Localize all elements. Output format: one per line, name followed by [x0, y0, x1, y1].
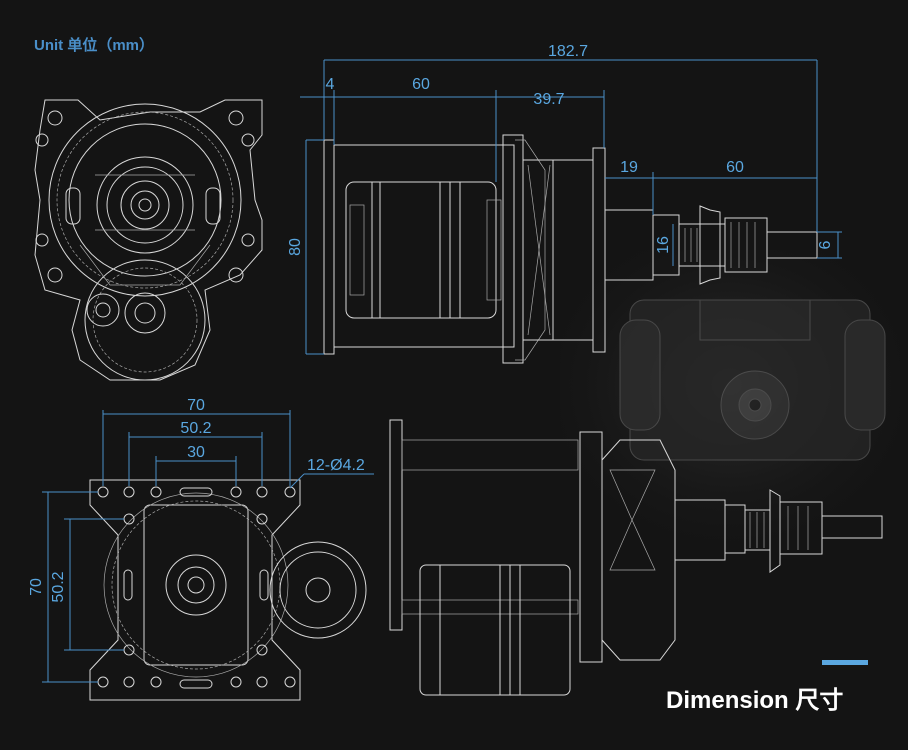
footer-accent-bar [822, 660, 868, 665]
dim-height-outer: 70 [28, 578, 45, 596]
dim-width-inner: 30 [187, 444, 205, 461]
dim-output-length: 60 [726, 159, 744, 176]
dim-holes: 12-Ø4.2 [307, 457, 365, 474]
side-view-dimensions [300, 59, 842, 355]
dim-overall-length: 182.7 [548, 43, 588, 60]
plate-view-drawing [89, 479, 367, 701]
dim-motor-length: 60 [412, 76, 430, 93]
dim-shaft-dia: 6 [817, 240, 834, 249]
side-view-dimension-labels: 182.7 4 60 39.7 80 19 60 16 6 [287, 43, 834, 256]
dim-gear-length: 39.7 [533, 91, 564, 108]
dim-width-mid: 50.2 [180, 420, 211, 437]
plate-view-dimensions [42, 410, 374, 683]
product-photo-faded [560, 250, 900, 550]
assembly-view-drawing [389, 419, 883, 696]
dim-thread-dia: 16 [655, 236, 672, 254]
plate-view-dimension-labels: 70 50.2 30 12-Ø4.2 70 50.2 [28, 397, 365, 603]
unit-label: Unit 单位（mm） [34, 37, 155, 54]
dim-flange: 4 [326, 76, 335, 93]
dim-height: 80 [287, 238, 304, 256]
dim-height-mid: 50.2 [50, 571, 67, 602]
footer-title: Dimension 尺寸 [666, 687, 844, 714]
side-view-drawing [323, 134, 818, 364]
dim-width-outer: 70 [187, 397, 205, 414]
front-view-gear-drawing [34, 99, 263, 381]
dim-output-offset: 19 [620, 159, 638, 176]
